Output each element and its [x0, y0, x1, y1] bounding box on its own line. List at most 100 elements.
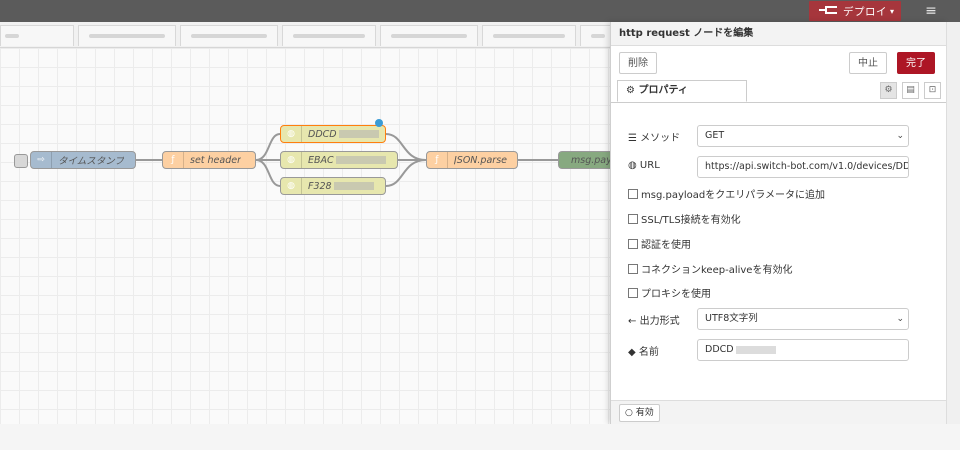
workspace-tab[interactable]: [78, 25, 176, 46]
list-icon: ☰: [628, 133, 637, 144]
sidebar-scrollbar[interactable]: [946, 22, 960, 424]
top-header: デプロイ ▾ ≡: [0, 0, 960, 22]
node-label: EBAC: [308, 154, 334, 166]
url-input[interactable]: https://api.switch-bot.com/v1.0/devices/…: [697, 156, 909, 178]
tray-title: http request ノードを編集: [611, 22, 947, 46]
http-request-node[interactable]: ◍ DDCD: [280, 125, 386, 143]
description-tab-button[interactable]: ▤: [902, 82, 919, 99]
name-label-row: ◆ 名前: [628, 343, 659, 358]
method-select[interactable]: GET ⌄: [697, 125, 909, 147]
changed-indicator: [375, 119, 383, 127]
arrow-left-icon: ←: [628, 316, 637, 327]
node-label: set header: [190, 154, 242, 166]
workspace-tab[interactable]: [282, 25, 376, 46]
function-icon: ƒ: [427, 152, 448, 168]
gear-icon: ⚙: [884, 85, 893, 95]
set-header-node[interactable]: ƒ set header: [162, 151, 256, 169]
workspace-tab[interactable]: [380, 25, 478, 46]
proxy-option[interactable]: プロキシを使用: [628, 285, 711, 300]
main-menu-icon[interactable]: ≡: [925, 3, 937, 19]
inject-arrow-icon: ⇨: [31, 152, 52, 168]
flow-wires: [136, 133, 558, 187]
ssl-option-label: SSL/TLS接続を有効化: [641, 215, 741, 226]
debug-node[interactable]: msg.payl: [558, 151, 618, 169]
deploy-dropdown-icon[interactable]: ▾: [889, 6, 894, 16]
appearance-tab-button[interactable]: ⊡: [924, 82, 941, 99]
auth-option[interactable]: 認証を使用: [628, 236, 691, 251]
redacted-text: [338, 130, 379, 138]
keepalive-option-label: コネクションkeep-aliveを有効化: [641, 265, 793, 276]
enabled-label: 有効: [635, 408, 654, 418]
http-request-node[interactable]: ◍ EBAC: [280, 151, 398, 169]
url-value: https://api.switch-bot.com/v1.0/devices/…: [705, 161, 909, 172]
flow-canvas[interactable]: ⇨ タイムスタンプ ƒ set header ◍ DDCD ◍ EBAC ◍ F…: [0, 48, 618, 428]
return-label: 出力形式: [639, 316, 680, 327]
layout-icon: ⊡: [928, 85, 937, 95]
json-parse-node[interactable]: ƒ JSON.parse: [426, 151, 518, 169]
keepalive-checkbox[interactable]: [628, 264, 638, 274]
globe-icon: ◍: [281, 178, 302, 194]
method-label: メソッド: [640, 133, 681, 144]
tab-label: プロパティ: [638, 85, 688, 96]
circle-icon: ○: [625, 408, 633, 418]
settings-tab-button[interactable]: ⚙: [880, 82, 897, 99]
return-label-row: ← 出力形式: [628, 312, 680, 327]
chevron-down-icon: ⌄: [896, 314, 904, 324]
payload-checkbox[interactable]: [628, 189, 638, 199]
workspace-tab[interactable]: [0, 25, 74, 46]
keepalive-option[interactable]: コネクションkeep-aliveを有効化: [628, 261, 792, 276]
inject-trigger-button[interactable]: [14, 154, 28, 168]
proxy-option-label: プロキシを使用: [641, 289, 711, 300]
ssl-option[interactable]: SSL/TLS接続を有効化: [628, 211, 741, 226]
return-value: UTF8文字列: [705, 313, 758, 324]
redacted-text: [333, 182, 374, 190]
workspace: ⇨ タイムスタンプ ƒ set header ◍ DDCD ◍ EBAC ◍ F…: [0, 22, 618, 447]
edit-tray: http request ノードを編集 削除 中止 完了 ⚙ プロパティ ⚙ ▤…: [610, 22, 947, 425]
globe-icon: ◍: [281, 126, 302, 142]
payload-option-label: msg.payloadをクエリパラメータに追加: [641, 190, 825, 201]
chevron-down-icon: ⌄: [896, 131, 904, 141]
function-icon: ƒ: [163, 152, 184, 168]
workspace-tab[interactable]: [580, 25, 612, 46]
tab-properties[interactable]: ⚙ プロパティ: [617, 80, 747, 102]
done-button[interactable]: 完了: [897, 52, 935, 74]
http-request-node[interactable]: ◍ F328: [280, 177, 386, 195]
node-label: msg.payl: [571, 154, 615, 166]
node-label: タイムスタンプ: [58, 156, 125, 167]
return-select[interactable]: UTF8文字列 ⌄: [697, 308, 909, 330]
workspace-tab[interactable]: [482, 25, 576, 46]
workspace-tabs: [0, 22, 612, 48]
node-label: JSON.parse: [454, 154, 507, 166]
tray-footer: ○ 有効: [611, 400, 947, 425]
node-label: F328: [308, 180, 332, 192]
tag-icon: ◆: [628, 347, 636, 358]
enabled-toggle[interactable]: ○ 有効: [619, 404, 660, 422]
timestamp-node[interactable]: ⇨ タイムスタンプ: [30, 151, 136, 169]
tray-tabs: ⚙ プロパティ ⚙ ▤ ⊡: [611, 80, 947, 103]
method-label-row: ☰ メソッド: [628, 129, 680, 144]
redacted-text: [335, 156, 386, 164]
node-label: DDCD: [308, 128, 337, 140]
method-value: GET: [705, 130, 725, 141]
deploy-icon: [819, 5, 837, 18]
workspace-tab[interactable]: [180, 25, 278, 46]
url-label-row: ◍ URL: [628, 160, 660, 171]
url-label: URL: [639, 160, 660, 171]
deploy-button[interactable]: デプロイ ▾: [809, 1, 901, 21]
redacted-text: [735, 345, 776, 354]
cancel-button[interactable]: 中止: [849, 52, 887, 74]
payload-option[interactable]: msg.payloadをクエリパラメータに追加: [628, 186, 825, 201]
name-label: 名前: [638, 347, 659, 358]
name-input[interactable]: DDCD: [697, 339, 909, 361]
window-bottom: [0, 424, 960, 450]
proxy-checkbox[interactable]: [628, 288, 638, 298]
delete-button[interactable]: 削除: [619, 52, 657, 74]
ssl-checkbox[interactable]: [628, 214, 638, 224]
deploy-label: デプロイ: [843, 5, 887, 18]
name-value: DDCD: [705, 344, 734, 355]
gear-icon: ⚙: [626, 85, 635, 96]
globe-icon: ◍: [281, 152, 302, 168]
auth-checkbox[interactable]: [628, 239, 638, 249]
file-icon: ▤: [906, 85, 915, 95]
auth-option-label: 認証を使用: [641, 240, 691, 251]
